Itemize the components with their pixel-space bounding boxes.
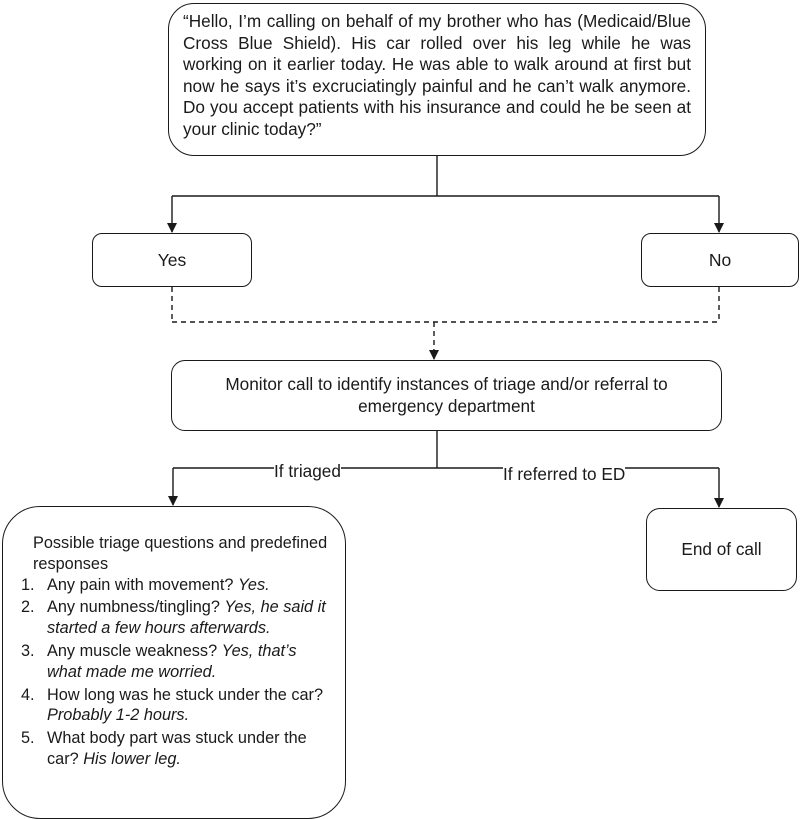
triage-item-number: 4.: [21, 685, 35, 704]
triage-item: 5. What body part was stuck under the ca…: [21, 728, 333, 770]
triage-question: How long was he stuck under the car?: [47, 685, 324, 704]
triage-item: 3. Any muscle weakness? Yes, that’s what…: [21, 641, 333, 683]
triage-heading: Possible triage questions and predefined…: [33, 534, 328, 573]
triage-item-number: 1.: [21, 575, 35, 594]
no-label: No: [708, 249, 732, 270]
caller-script-text: “Hello, I’m calling on behalf of my brot…: [183, 11, 691, 139]
end-of-call-text: End of call: [681, 539, 762, 559]
triage-answer: Yes.: [237, 575, 270, 594]
triage-item-number: 5.: [21, 729, 35, 748]
triage-item-number: 2.: [21, 598, 35, 617]
yes-label: Yes: [157, 249, 187, 270]
triage-questions-box: Possible triage questions and predefined…: [2, 506, 346, 819]
triage-question: What body part was stuck under the car?: [47, 729, 307, 768]
branch-label-referred-ed: If referred to ED: [503, 464, 626, 484]
triage-answer: Probably 1-2 hours.: [47, 706, 190, 725]
triage-answer: Yes, he said it started a few hours afte…: [47, 598, 326, 638]
triage-question: Any pain with movement?: [47, 575, 238, 594]
triage-question: Any muscle weakness?: [47, 641, 222, 660]
triage-item: 4. How long was he stuck under the car? …: [21, 685, 333, 727]
end-of-call-box: End of call: [646, 508, 797, 591]
monitor-call-text: Monitor call to identify instances of tr…: [225, 374, 668, 416]
triage-answer: His lower leg.: [83, 749, 181, 768]
triage-question-list: 1. Any pain with movement? Yes. 2. Any n…: [21, 575, 333, 770]
no-box: No: [641, 233, 799, 287]
caller-script-box: “Hello, I’m calling on behalf of my brot…: [168, 3, 706, 156]
triage-item: 2. Any numbness/tingling? Yes, he said i…: [21, 597, 333, 639]
triage-question: Any numbness/tingling?: [47, 598, 225, 617]
triage-item-number: 3.: [21, 641, 35, 660]
branch-label-triaged: If triaged: [274, 461, 341, 481]
yes-box: Yes: [92, 233, 252, 287]
monitor-call-box: Monitor call to identify instances of tr…: [171, 360, 722, 431]
triage-item: 1. Any pain with movement? Yes.: [21, 575, 333, 596]
triage-answer: Yes, that’s what made me worried.: [47, 641, 297, 681]
